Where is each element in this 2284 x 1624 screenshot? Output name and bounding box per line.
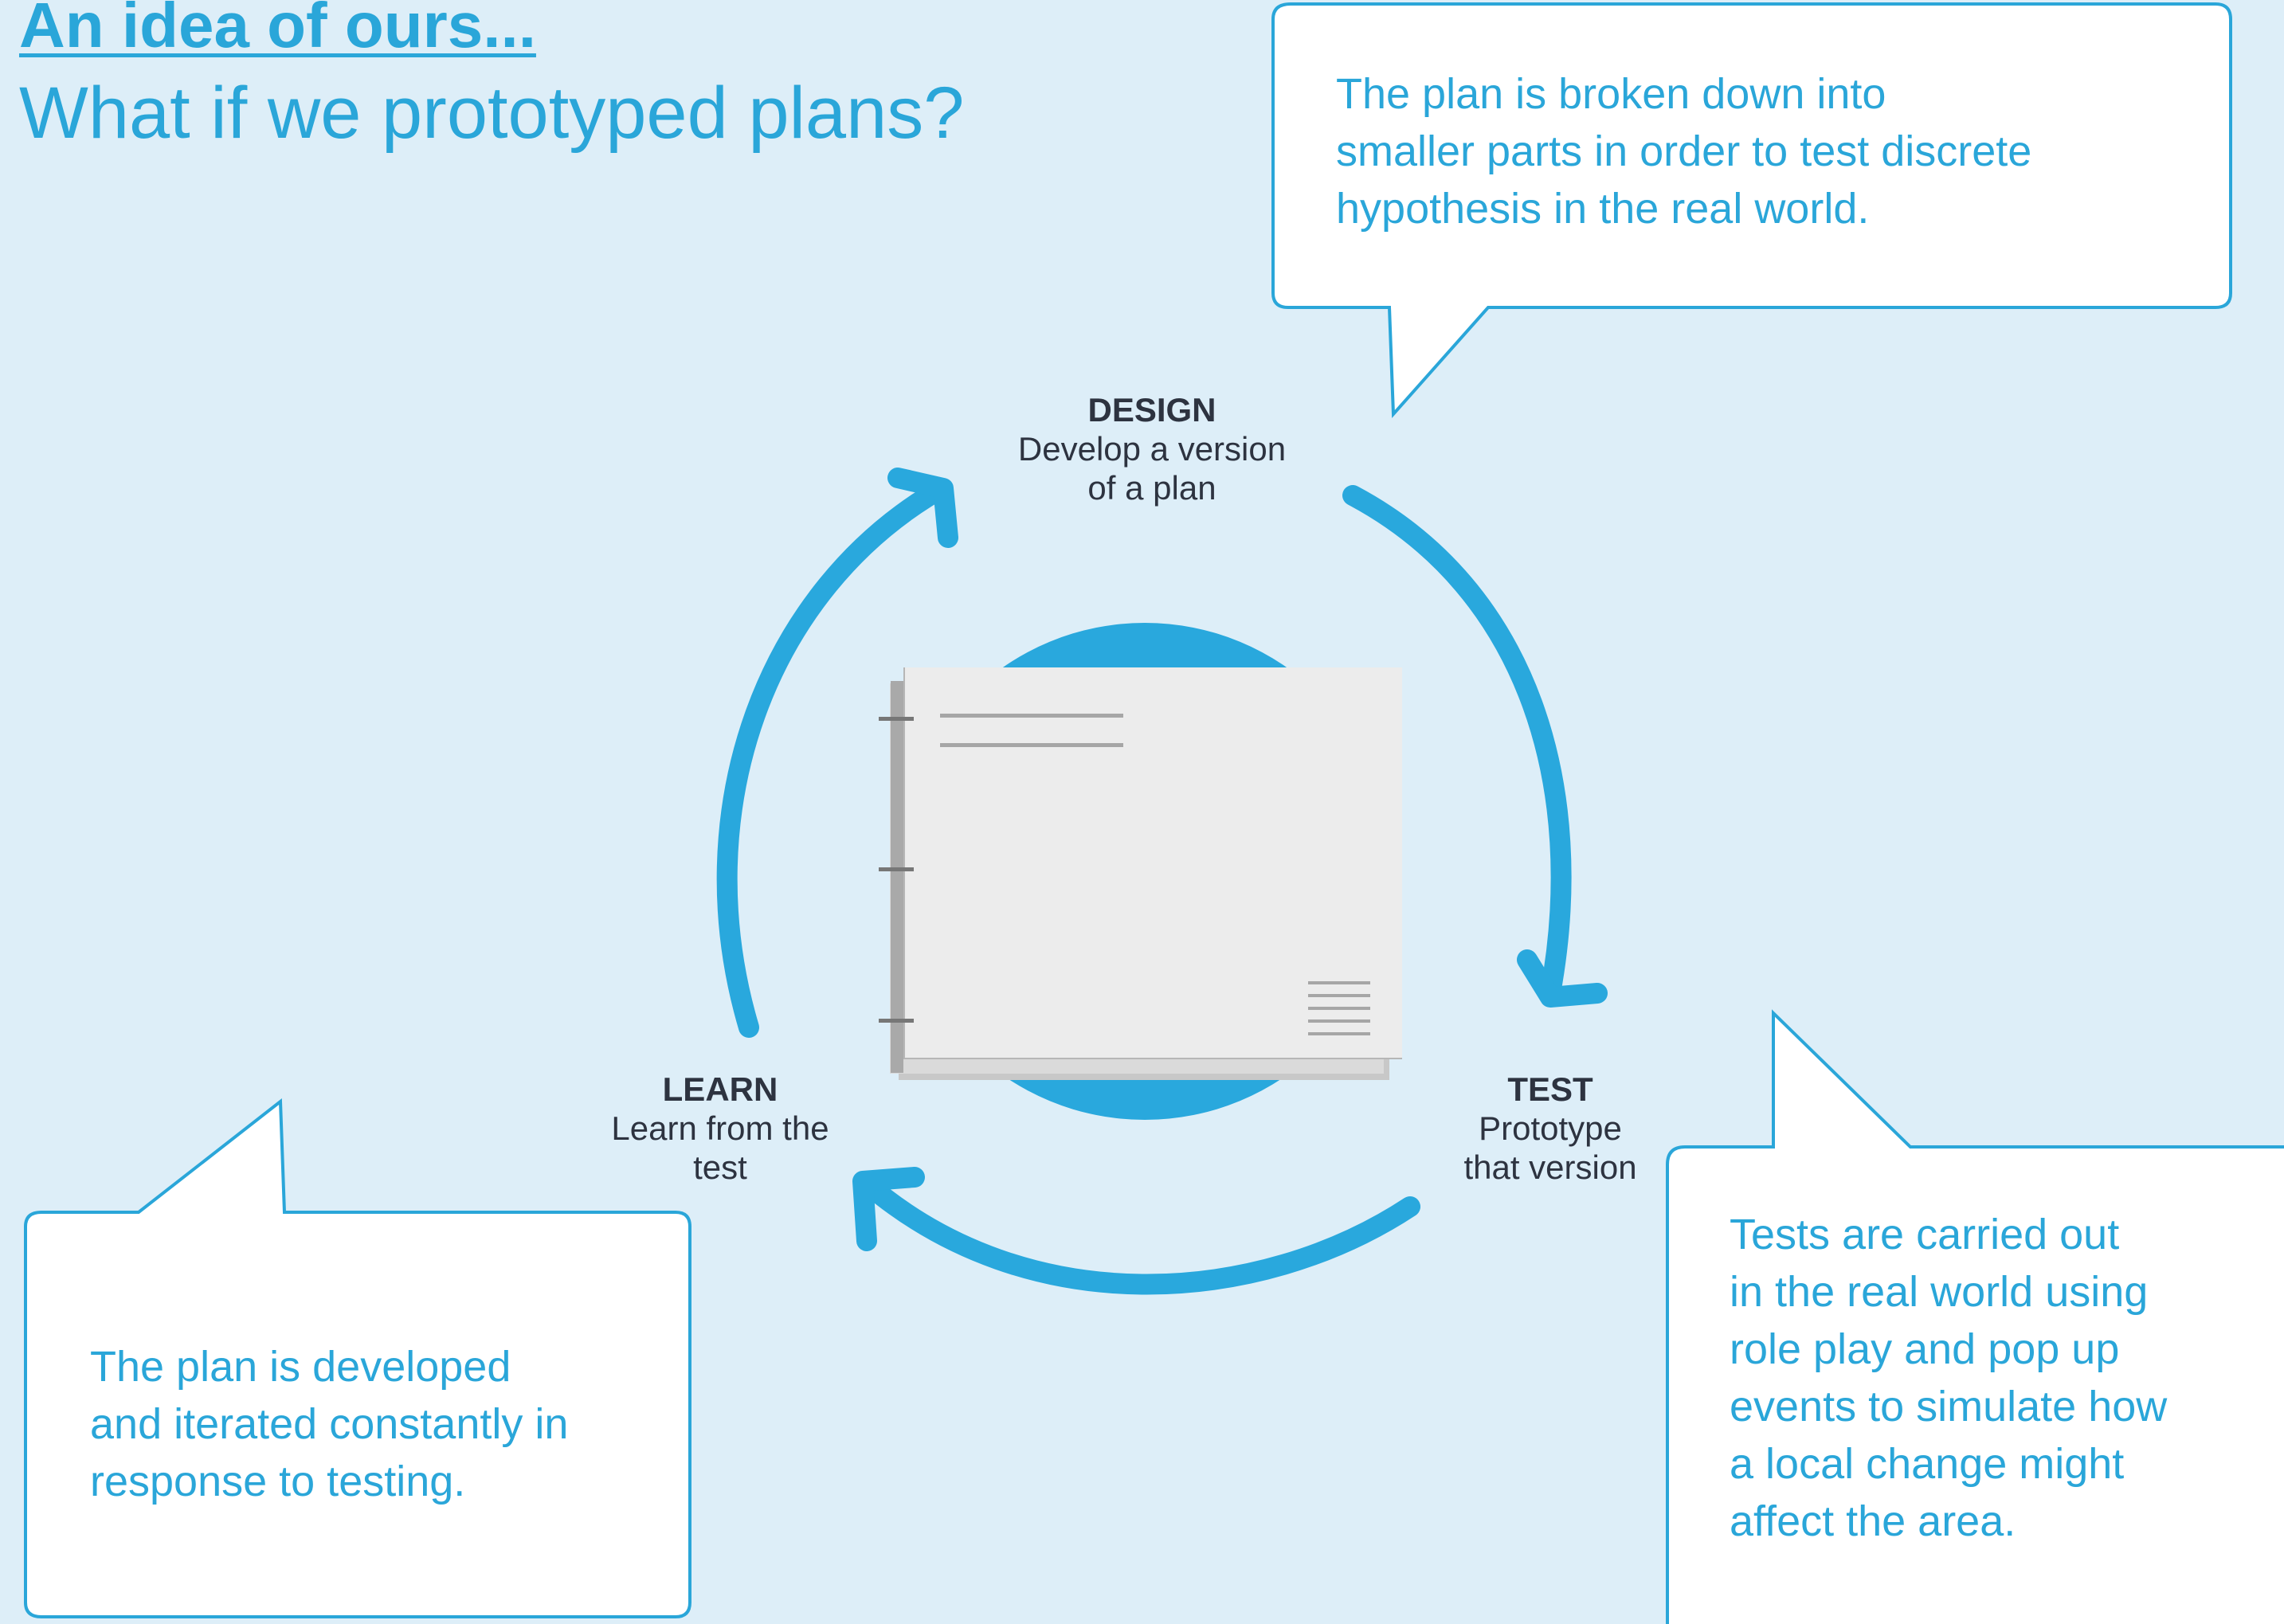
callout-bubble-bottom-right xyxy=(1666,1009,2284,1624)
stage-test-line1: Prototype xyxy=(1479,1109,1622,1147)
callout-text-top-right: The plan is broken down into smaller par… xyxy=(1336,65,2031,237)
arrow-design-to-test xyxy=(1342,485,1572,1004)
callout-bubble-bottom-left xyxy=(24,1098,691,1618)
stage-test-title: TEST xyxy=(1507,1070,1593,1108)
stage-design-title: DESIGN xyxy=(1087,391,1216,429)
arrow-learn-to-design-head xyxy=(887,468,958,548)
stage-learn-line1: Learn from the xyxy=(611,1109,829,1147)
callout-top-right-line2: smaller parts in order to test discrete xyxy=(1336,127,2032,175)
arrow-learn-to-design xyxy=(716,478,952,1038)
callout-text-bottom-right: Tests are carried out in the real world … xyxy=(1730,1206,2167,1550)
callout-bottom-left-line2: and iterated constantly in xyxy=(90,1400,569,1448)
callout-bottom-right-line6: affect the area. xyxy=(1730,1497,2016,1545)
arrow-design-to-test-head xyxy=(1517,949,1608,1008)
callout-bottom-right-line1: Tests are carried out xyxy=(1730,1211,2120,1258)
plan-document-icon xyxy=(879,667,1402,1080)
stage-test: TEST Prototype that version xyxy=(1463,1070,1636,1187)
heading: An idea of ours... xyxy=(19,0,536,61)
stage-test-line2: that version xyxy=(1463,1149,1637,1186)
arrow-test-to-learn-head xyxy=(852,1167,925,1251)
stage-design: DESIGN Develop a version of a plan xyxy=(1018,390,1286,507)
arrow-test-to-learn xyxy=(856,1172,1420,1295)
callout-bottom-right-line3: role play and pop up xyxy=(1730,1325,2120,1373)
callout-bottom-left-line3: response to testing. xyxy=(90,1458,466,1505)
subheading: What if we prototyped plans? xyxy=(19,72,965,154)
stage-learn: LEARN Learn from the test xyxy=(611,1070,829,1187)
callout-bottom-right-line5: a local change might xyxy=(1730,1440,2125,1488)
callout-bottom-left-line1: The plan is developed xyxy=(90,1343,511,1391)
callout-top-right-line1: The plan is broken down into xyxy=(1336,70,1886,118)
callout-bottom-right-line4: events to simulate how xyxy=(1730,1383,2168,1430)
stage-design-line2: of a plan xyxy=(1087,469,1216,507)
callout-text-bottom-left: The plan is developed and iterated const… xyxy=(90,1338,568,1510)
callout-bottom-right-line2: in the real world using xyxy=(1730,1268,2149,1316)
stage-learn-title: LEARN xyxy=(662,1070,778,1108)
callout-top-right-line3: hypothesis in the real world. xyxy=(1336,185,1870,233)
stage-design-line1: Develop a version xyxy=(1017,430,1287,468)
stage-learn-line2: test xyxy=(693,1149,747,1186)
callout-bubble-top-right xyxy=(1271,2,2232,419)
